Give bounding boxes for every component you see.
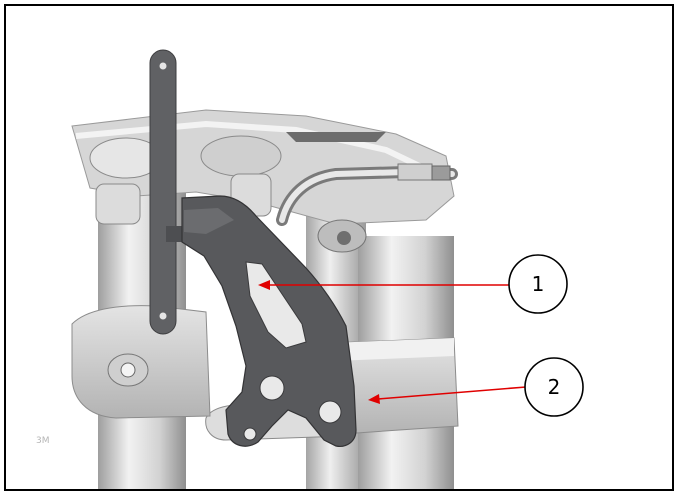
fork-bracket-illustration: 1 2 (71, 49, 584, 489)
diagram-frame: 1 2 3M (4, 4, 674, 491)
upper-triple-clamp (71, 109, 455, 253)
callout-2-label: 2 (548, 375, 561, 399)
callout-2: 2 (524, 357, 584, 417)
brake-hose (276, 163, 458, 226)
left-fork-clamp (71, 305, 211, 419)
mounting-bracket (181, 195, 357, 447)
callout-arrow-2 (368, 386, 527, 404)
watermark-text: 3M (36, 436, 50, 446)
callout-arrow-1 (258, 280, 509, 290)
bracket-opening (245, 261, 307, 349)
callout-1: 1 (508, 254, 568, 314)
callout-1-label: 1 (532, 272, 545, 296)
